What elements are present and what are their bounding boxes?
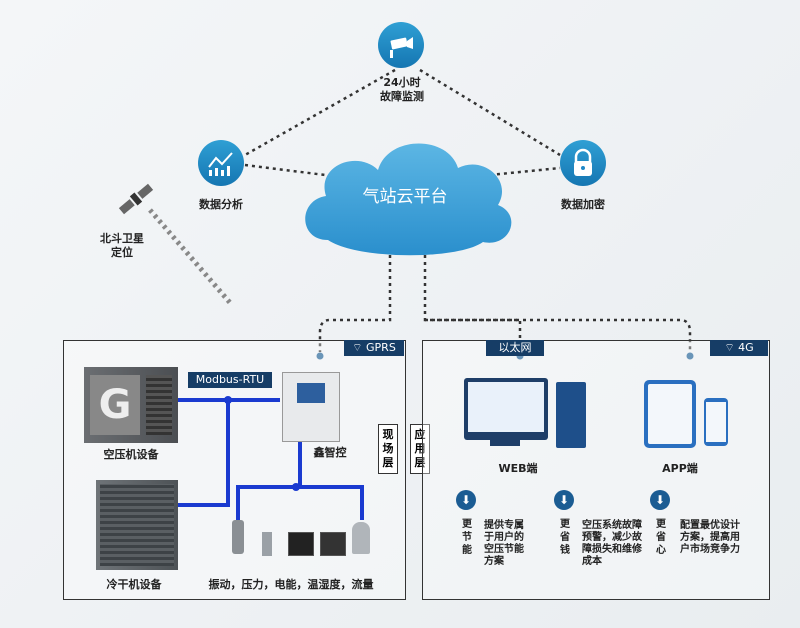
analysis-label: 数据分析 — [199, 198, 243, 211]
compressor-logo: G — [90, 375, 140, 435]
flow-meter-icon — [352, 522, 370, 554]
benefit-3-desc: 配置最优设计方案，提高用户市场竞争力 — [680, 520, 740, 555]
application-layer-tag: 应用层 — [410, 424, 430, 474]
4g-tag: ⌔ 4G — [710, 340, 768, 356]
controller-label: 鑫智控 — [313, 446, 347, 459]
lock-icon — [560, 140, 606, 186]
dryer-label: 冷干机设备 — [106, 578, 162, 591]
temperature-humidity-meter-icon — [320, 532, 346, 556]
modbus-tag: Modbus-RTU — [188, 372, 272, 388]
arrow-down-icon: ⬇ — [554, 490, 574, 510]
wifi-icon: ⌔ — [724, 341, 739, 354]
benefit-2-title: 更省钱 — [560, 519, 570, 556]
monitor-label: 24小时故障监测 — [380, 76, 424, 103]
benefit-1-title: 更节能 — [462, 519, 472, 556]
controller-screen — [297, 383, 325, 403]
app-label: APP端 — [662, 462, 698, 475]
chart-icon — [198, 140, 244, 186]
air-compressor-image: G — [84, 367, 178, 443]
compressor-label: 空压机设备 — [103, 448, 159, 461]
phone-image — [704, 398, 728, 446]
wifi-icon: ⌔ — [352, 341, 367, 354]
dryer-image — [96, 480, 178, 570]
camera-icon — [378, 22, 424, 68]
web-label: WEB端 — [498, 462, 538, 475]
benefit-3-title: 更省心 — [656, 519, 666, 556]
encrypt-label: 数据加密 — [561, 198, 605, 211]
vibration-sensor-icon — [232, 520, 244, 554]
beidou-label: 北斗卫星定位 — [100, 232, 144, 259]
satellite-icon — [118, 183, 154, 215]
cloud-label: 气站云平台 — [362, 187, 448, 207]
benefit-2-desc: 空压系统故障预警，减少故障损失和维修成本 — [582, 520, 642, 567]
gprs-tag: ⌔ GPRS — [344, 340, 404, 356]
controller-cabinet-image — [282, 372, 340, 442]
arrow-down-icon: ⬇ — [456, 490, 476, 510]
pressure-sensor-icon — [262, 532, 272, 556]
field-layer-tag: 现场层 — [378, 424, 398, 474]
cloud-platform — [305, 143, 512, 256]
tablet-image — [644, 380, 696, 448]
energy-meter-icon — [288, 532, 314, 556]
arrow-down-icon: ⬇ — [650, 490, 670, 510]
ethernet-tag: 以太网 — [486, 340, 544, 356]
benefit-1-desc: 提供专属于用户的空压节能方案 — [484, 520, 524, 567]
sensors-label: 振动，压力，电能，温湿度，流量 — [208, 578, 374, 591]
web-monitor-image — [464, 378, 548, 440]
pc-tower-image — [556, 382, 586, 448]
